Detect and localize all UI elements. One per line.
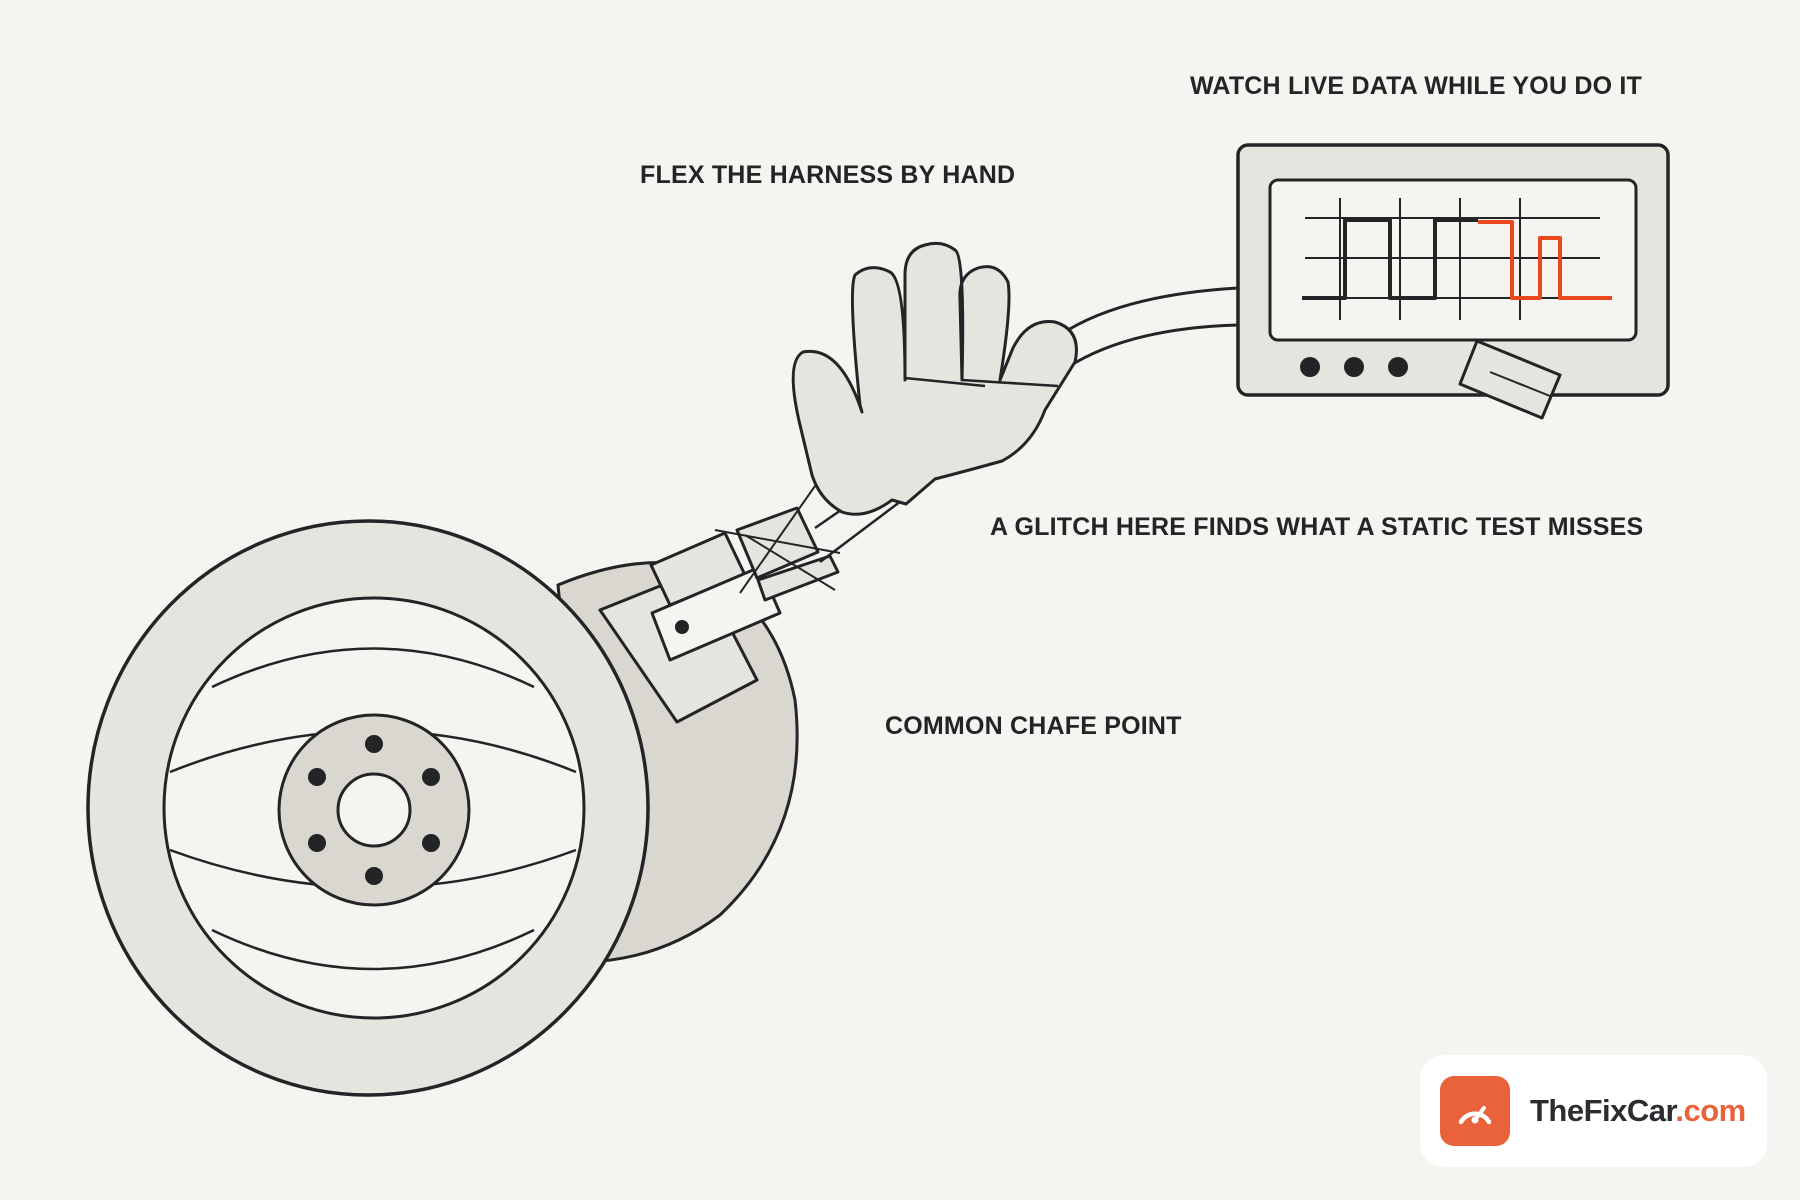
chafe-point-marker <box>714 485 841 594</box>
sensor-bolt-icon <box>675 620 689 634</box>
scan-tool-buttons <box>1300 357 1408 377</box>
label-glitch-finds: A GLITCH HERE FINDS WHAT A STATIC TEST M… <box>990 513 1644 541</box>
lug-nut-icon <box>365 867 383 885</box>
harness-plug <box>735 506 820 580</box>
lug-nut-icon <box>365 735 383 753</box>
speedometer-icon <box>1458 1106 1492 1125</box>
lug-nut-icon <box>308 768 326 786</box>
label-common-chafe-point: COMMON CHAFE POINT <box>885 712 1182 740</box>
brand-domain: .com <box>1675 1093 1746 1128</box>
scan-tool-screen <box>1268 178 1638 342</box>
scan-tool <box>1236 143 1670 420</box>
lug-nut-icon <box>422 834 440 852</box>
scan-tool-button-icon <box>1388 357 1408 377</box>
brand-name: TheFixCar <box>1530 1093 1676 1128</box>
label-watch-live-data: WATCH LIVE DATA WHILE YOU DO IT <box>1190 72 1643 100</box>
sensor-connector-body <box>650 565 782 662</box>
scan-tool-button-icon <box>1300 357 1320 377</box>
wheel-speed-sensor-connector <box>598 485 906 724</box>
hub-center-bore <box>336 772 412 848</box>
scan-tool-cable <box>1059 286 1239 369</box>
signal-waveform-glitch <box>1478 220 1612 300</box>
lug-nut-icon <box>308 834 326 852</box>
brand-logo <box>1440 1076 1510 1146</box>
label-flex-harness: FLEX THE HARNESS BY HAND <box>640 161 1016 189</box>
hand-finger-creases <box>904 376 1059 388</box>
lug-nuts <box>308 735 440 885</box>
lug-nut-icon <box>422 768 440 786</box>
brand-wordmark: TheFixCar.com <box>1530 1093 1746 1129</box>
wheel-hub-assembly <box>86 519 799 1097</box>
brand-badge[interactable]: TheFixCar.com <box>1420 1055 1767 1167</box>
harness-plug-tab <box>756 554 840 602</box>
hand-icon <box>791 241 1078 516</box>
signal-waveform-normal <box>1302 218 1478 300</box>
scan-tool-button-icon <box>1344 357 1364 377</box>
